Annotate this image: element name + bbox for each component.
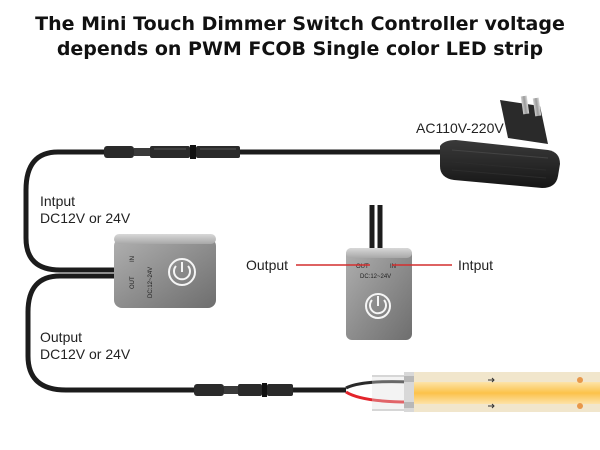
output-label: Output — [40, 329, 82, 345]
title-line-2: depends on PWM FCOB Single color LED str… — [56, 38, 544, 60]
input-label: Intput — [40, 193, 75, 209]
touch-dimmer-controller: OUT DC:12~24V IN — [114, 234, 216, 308]
ac-input-label: AC110V-220V — [416, 120, 504, 136]
controller-out-text: OUT — [130, 276, 136, 289]
diagram-title: The Mini Touch Dimmer Switch Controller … — [0, 12, 600, 62]
output-cable — [25, 273, 346, 393]
dc-barrel-connector-bottom — [194, 383, 293, 397]
detail-input-label: Intput — [458, 257, 493, 273]
strip-wires — [345, 375, 411, 411]
detail-output-label: Output — [246, 257, 288, 273]
power-touch-icon — [168, 258, 196, 286]
input-voltage-label: DC12V or 24V — [40, 210, 131, 226]
controller-dc-text: DC:12~24V — [148, 267, 154, 298]
detail-in-text: IN — [390, 264, 396, 270]
detail-power-icon — [365, 293, 391, 319]
power-adapter — [440, 95, 560, 188]
detail-out-text: OUT — [356, 264, 369, 270]
controller-detail-view: OUT IN DC:12~24V — [296, 205, 452, 340]
cob-led-strip — [404, 372, 600, 412]
dc-barrel-connector-top — [104, 145, 240, 159]
title-line-1: The Mini Touch Dimmer Switch Controller … — [35, 13, 565, 35]
controller-in-text: IN — [130, 256, 136, 262]
detail-dc-text: DC:12~24V — [360, 274, 391, 280]
input-cable — [23, 149, 440, 273]
output-voltage-label: DC12V or 24V — [40, 346, 131, 362]
